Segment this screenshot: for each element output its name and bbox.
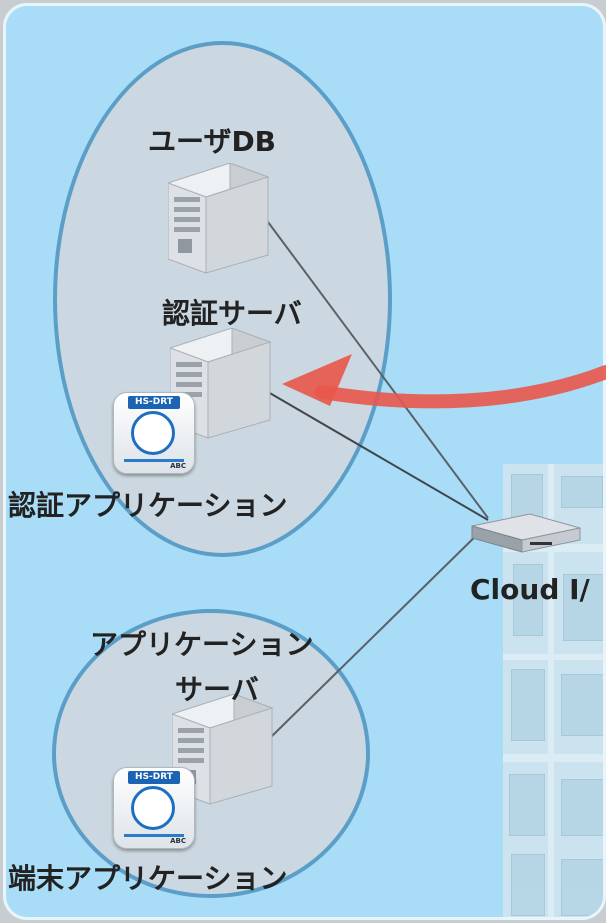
app-server-label-line2: サーバ <box>175 673 259 706</box>
user-db-label: ユーザDB <box>148 125 277 158</box>
link-appserver-gateway <box>269 523 489 739</box>
link-userdb-gateway <box>267 221 489 519</box>
red-arrow <box>315 365 606 409</box>
app-icon-emblem <box>131 786 175 830</box>
app-icon-sub: ABC <box>170 837 186 845</box>
cloud-label: Cloud I/ <box>470 573 590 606</box>
link-authserver-gateway <box>267 391 489 521</box>
hs-drt-app-icon-terminal: HS-DRT ABC <box>113 767 195 849</box>
app-icon-emblem <box>131 411 175 455</box>
auth-server-label: 認証サーバ <box>162 297 302 330</box>
auth-app-label: 認証アプリケーション <box>8 489 288 522</box>
app-icon-tag: HS-DRT <box>128 396 180 409</box>
hs-drt-app-icon-auth: HS-DRT ABC <box>113 392 195 474</box>
auth-zone-ellipse <box>53 41 392 557</box>
app-icon-tag: HS-DRT <box>128 771 180 784</box>
red-arrowhead <box>282 354 352 406</box>
cloud-gateway-icon <box>471 513 581 553</box>
user-db-server-icon <box>168 163 270 274</box>
app-server-label-line1: アプリケーション <box>90 628 314 661</box>
terminal-app-label: 端末アプリケーション <box>8 862 288 895</box>
app-icon-sub: ABC <box>170 462 186 470</box>
